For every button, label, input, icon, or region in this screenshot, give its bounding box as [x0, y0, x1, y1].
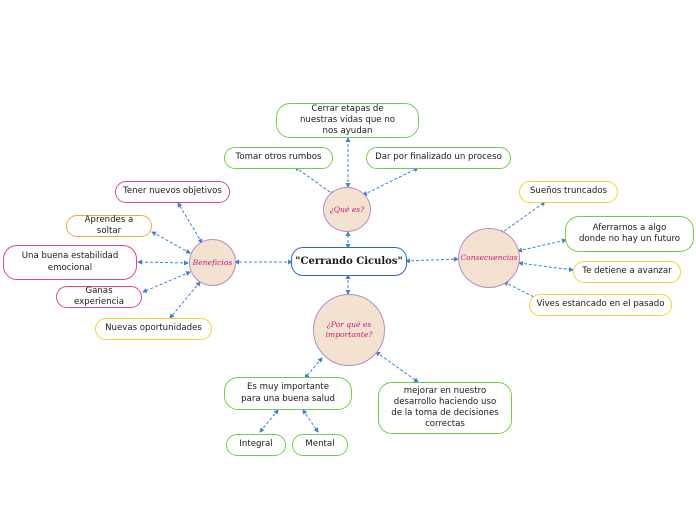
node-vives-estancado[interactable]: Vives estancado en el pasado	[529, 294, 672, 316]
link-consecuencias-aferrarnos	[517, 238, 567, 253]
hub-beneficios[interactable]: Beneficios	[189, 239, 236, 286]
link-salud-integral	[259, 409, 279, 433]
node-integral[interactable]: Integral	[226, 434, 286, 456]
node-tener-objetivos[interactable]: Tener nuevos objetivos	[115, 181, 230, 203]
link-beneficios-objetivos	[177, 202, 203, 244]
node-dar-finalizado[interactable]: Dar por finalizado un proceso	[366, 147, 511, 169]
node-mejorar-desarrollo[interactable]: mejorar en nuestro desarrollo haciendo u…	[378, 382, 512, 434]
link-beneficios-experiencia	[142, 271, 191, 293]
link-por-que-salud	[304, 357, 323, 379]
node-estabilidad-emocional[interactable]: Una buena estabilidad emocional	[3, 245, 137, 280]
link-por-que-mejorar	[375, 351, 419, 383]
link-consecuencias-detiene	[518, 261, 574, 272]
link-salud-mental	[302, 409, 319, 433]
node-importante-salud[interactable]: Es muy importante para una buena salud	[224, 377, 352, 410]
node-ganas-experiencia[interactable]: Ganas experiencia	[56, 286, 142, 308]
link-que-es-tomar	[294, 166, 335, 196]
node-nuevas-oportunidades[interactable]: Nuevas oportunidades	[95, 318, 212, 340]
link-consecuencias-suenos	[499, 201, 546, 235]
link-beneficios-soltar	[151, 231, 191, 254]
hub-que-es[interactable]: ¿Qué es?	[323, 187, 371, 232]
hub-consecuencias[interactable]: Consecuencias	[458, 228, 520, 288]
link-beneficios-estabilidad	[137, 259, 189, 266]
central-topic[interactable]: "Cerrando Ciculos"	[291, 247, 407, 276]
node-aprendes-soltar[interactable]: Aprendes a soltar	[66, 215, 152, 237]
node-cerrar-etapas[interactable]: Cerrar etapas de nuestras vidas que no n…	[276, 103, 419, 138]
link-beneficios-oportunidades	[169, 281, 201, 319]
link-que-es-dar	[362, 167, 419, 196]
node-tomar-rumbos[interactable]: Tomar otros rumbos	[224, 147, 333, 169]
node-te-detiene[interactable]: Te detiene a avanzar	[573, 261, 681, 283]
link-consecuencias-estancado	[503, 281, 541, 301]
hub-por-que[interactable]: ¿Por qué es importante?	[313, 294, 385, 366]
node-suenos-truncados[interactable]: Sueños truncados	[519, 181, 618, 203]
node-aferrarnos[interactable]: Aferrarnos a algo donde no hay un futuro	[565, 216, 694, 252]
link-central-consecuencias	[405, 256, 459, 264]
node-mental[interactable]: Mental	[292, 434, 348, 456]
